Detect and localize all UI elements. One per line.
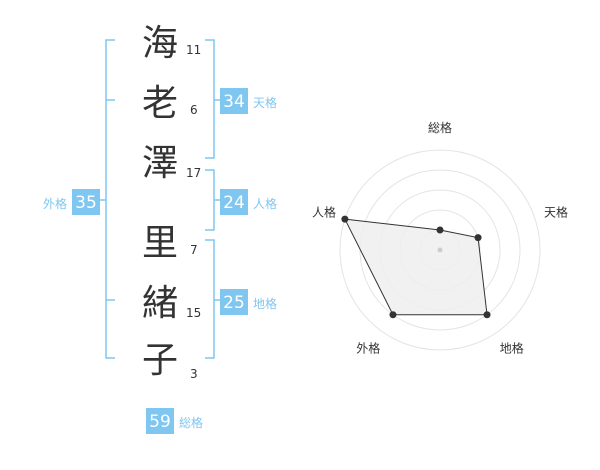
gaikaku-bracket xyxy=(100,39,115,359)
name-char-1: 海 xyxy=(142,23,178,64)
soukaku-label: 総格 xyxy=(179,415,203,430)
soukaku-value: 59 xyxy=(149,412,171,432)
stroke-count-1: 11 xyxy=(186,43,201,57)
tenkaku-value: 34 xyxy=(223,92,245,112)
radar-axis-label-2: 天格 xyxy=(544,204,568,219)
chikaku-label: 地格 xyxy=(253,296,277,311)
radar-axis-label-4: 外格 xyxy=(356,341,380,356)
stroke-count-6: 3 xyxy=(190,367,198,381)
name-char-3: 澤 xyxy=(142,143,178,184)
stroke-count-3: 17 xyxy=(186,166,201,180)
name-char-6: 子 xyxy=(142,340,178,381)
gaikaku-value: 35 xyxy=(75,193,97,213)
jinkaku-label: 人格 xyxy=(253,196,277,211)
stroke-count-2: 6 xyxy=(190,103,198,117)
soukaku-badge: 59 総格 xyxy=(146,408,203,434)
name-char-2: 老 xyxy=(142,83,178,124)
gaikaku-label: 外格 xyxy=(43,196,67,211)
jinkaku-badge: 24 人格 xyxy=(220,189,277,215)
gaikaku-badge: 35 外格 xyxy=(43,189,100,215)
name-char-4: 里 xyxy=(142,223,178,264)
radar-point-1 xyxy=(436,226,444,234)
chikaku-value: 25 xyxy=(223,293,245,313)
radar-area xyxy=(344,218,488,316)
radar-point-4 xyxy=(389,311,397,319)
name-char-5: 緒 xyxy=(142,283,178,324)
radar-axis-label-3: 地格 xyxy=(500,341,524,356)
radar-axis-label-1: 総格 xyxy=(428,120,452,135)
chikaku-badge: 25 地格 xyxy=(220,289,277,315)
radar-center xyxy=(437,247,443,253)
tenkaku-badge: 34 天格 xyxy=(220,88,277,114)
radar-point-5 xyxy=(341,215,349,223)
radar-axis-label-5: 人格 xyxy=(312,204,336,219)
chikaku-bracket xyxy=(205,239,220,359)
tenkaku-bracket xyxy=(205,39,220,159)
radar-point-3 xyxy=(483,311,491,319)
radar-points xyxy=(341,215,491,319)
jinkaku-value: 24 xyxy=(223,193,245,213)
stroke-count-4: 7 xyxy=(190,243,198,257)
radar-point-2 xyxy=(474,234,482,242)
stroke-count-5: 15 xyxy=(186,306,201,320)
tenkaku-label: 天格 xyxy=(253,95,277,110)
radar-ring-5 xyxy=(339,149,541,351)
jinkaku-bracket xyxy=(205,169,220,231)
